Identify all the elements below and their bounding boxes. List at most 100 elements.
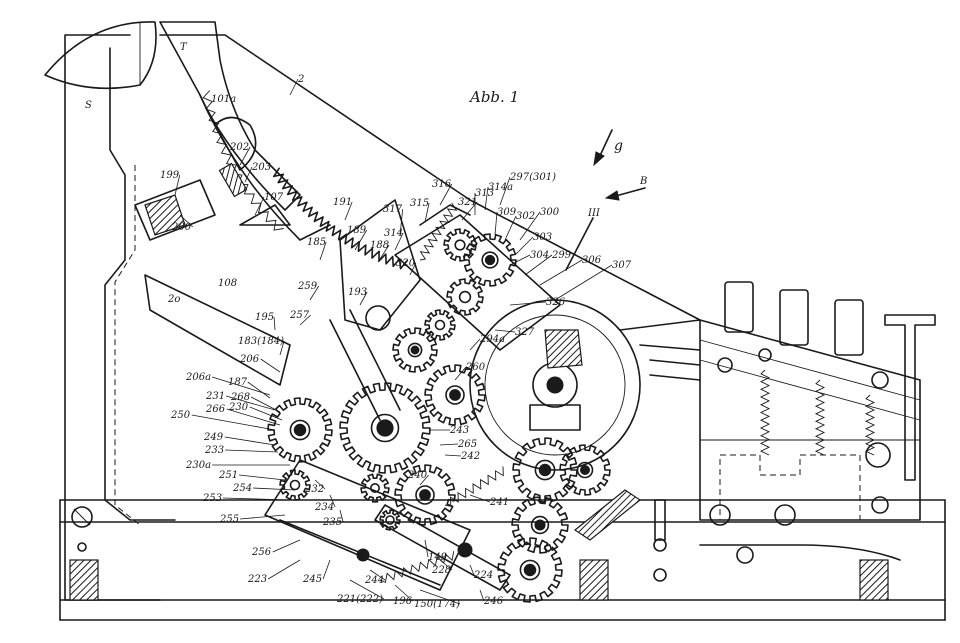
part-label-p302: 302 bbox=[516, 211, 535, 222]
key-unit bbox=[619, 281, 936, 582]
figure-title: Abb. 1 bbox=[468, 88, 519, 106]
gear-hub-1 bbox=[289, 419, 311, 441]
gear-hub-3 bbox=[445, 385, 465, 405]
part-label-p108: 108 bbox=[218, 278, 237, 289]
leader-z bbox=[289, 78, 299, 96]
gear-hub-13 bbox=[369, 482, 380, 493]
leader-p235 bbox=[339, 509, 344, 523]
leader-p294a bbox=[469, 338, 481, 351]
gear-axle-12 bbox=[419, 489, 431, 501]
leader-p149 bbox=[424, 539, 429, 558]
leader-p309 bbox=[494, 211, 498, 236]
gear-hub-11 bbox=[519, 559, 541, 581]
part-label-p253: 253 bbox=[202, 493, 222, 504]
part-label-p196: 196 bbox=[393, 596, 413, 607]
leader-p268 bbox=[250, 396, 281, 413]
gear-hub-14 bbox=[385, 515, 395, 525]
leader-p299 bbox=[524, 254, 553, 276]
leader-p304 bbox=[509, 254, 531, 266]
gear-11 bbox=[497, 537, 563, 603]
part-label-p257: 257 bbox=[289, 310, 310, 321]
gear-14 bbox=[379, 509, 401, 531]
part-label-p149: 149 bbox=[428, 552, 448, 563]
part-label-p320: 320 bbox=[396, 258, 416, 269]
gear-15 bbox=[279, 469, 311, 501]
part-label-p249: 249 bbox=[203, 432, 224, 443]
arrow-b bbox=[604, 187, 646, 201]
leader-p265 bbox=[439, 443, 459, 446]
part-label-p243: 243 bbox=[449, 425, 469, 436]
leader-p317 bbox=[399, 208, 404, 236]
gear-4 bbox=[392, 327, 438, 373]
leader-p240 bbox=[419, 474, 430, 486]
part-label-p242: 242 bbox=[460, 451, 480, 462]
rod-245 bbox=[356, 504, 511, 591]
leader-p193 bbox=[359, 291, 368, 306]
leader-lines bbox=[174, 78, 613, 605]
part-label-p203: 203 bbox=[251, 162, 271, 173]
bar-199 bbox=[134, 179, 216, 241]
gear-hub-2 bbox=[370, 413, 400, 443]
part-label-p240: 240 bbox=[407, 470, 428, 481]
gear-hub-6 bbox=[481, 251, 499, 269]
part-label-p316: 316 bbox=[432, 179, 452, 190]
leader-p246 bbox=[479, 589, 485, 602]
leader-p188 bbox=[377, 244, 390, 263]
leader-p185 bbox=[319, 241, 327, 261]
part-label-p230: 230 bbox=[228, 402, 249, 413]
part-label-p206a: 206a bbox=[185, 372, 211, 383]
leader-p255 bbox=[240, 514, 286, 520]
gear-hub-5 bbox=[434, 319, 446, 331]
leader-p187 bbox=[247, 381, 271, 399]
part-label-p299: 299 bbox=[551, 250, 572, 261]
gear-hub-15 bbox=[289, 479, 301, 491]
leader-p191 bbox=[344, 201, 353, 221]
part-label-p235: 235 bbox=[322, 517, 342, 528]
segment-s bbox=[44, 21, 157, 90]
blade bbox=[573, 489, 642, 541]
leader-p224 bbox=[469, 564, 475, 576]
gear-9 bbox=[559, 444, 611, 496]
gear-axle-3 bbox=[449, 389, 461, 401]
gear-hub-4 bbox=[407, 342, 423, 358]
leader-p257 bbox=[299, 314, 311, 326]
part-label-p266: 266 bbox=[205, 404, 226, 415]
gear-axle-4 bbox=[410, 345, 420, 355]
gear-axle-11 bbox=[523, 563, 537, 577]
gear-13 bbox=[360, 473, 390, 503]
leader-p254 bbox=[253, 487, 296, 491]
part-label-p199: 199 bbox=[160, 170, 180, 181]
part-label-p185: 185 bbox=[307, 237, 326, 248]
part-label-p314a: 314a bbox=[488, 182, 513, 193]
type-sector bbox=[159, 21, 408, 270]
leader-p321 bbox=[461, 201, 478, 221]
leader-p241 bbox=[469, 494, 491, 503]
part-label-p224: 224 bbox=[473, 570, 493, 581]
leader-p260 bbox=[454, 366, 467, 381]
leader-p253 bbox=[223, 497, 291, 501]
gear-12 bbox=[394, 464, 456, 526]
gear-hub-9 bbox=[576, 461, 594, 479]
gear-hub-10 bbox=[530, 515, 550, 535]
part-label-p327: 327 bbox=[515, 327, 535, 338]
leader-p326 bbox=[509, 301, 547, 306]
leader-p150 bbox=[419, 589, 461, 605]
leader-p183 bbox=[279, 340, 285, 356]
part-label-p245: 245 bbox=[302, 574, 322, 585]
gear-8 bbox=[512, 437, 578, 503]
part-label-p101a: 101a bbox=[211, 94, 236, 105]
gear-hub-16 bbox=[454, 239, 466, 251]
gear-5 bbox=[424, 309, 456, 341]
arrow-g bbox=[593, 129, 613, 167]
leader-p202 bbox=[239, 146, 251, 166]
gear-6 bbox=[463, 233, 517, 287]
part-label-p309: 309 bbox=[497, 207, 517, 218]
part-label-s: S bbox=[85, 100, 92, 111]
part-label-p255: 255 bbox=[219, 514, 239, 525]
leader-p206a bbox=[211, 376, 271, 396]
part-label-p303: 303 bbox=[533, 232, 552, 243]
direction-label-g: g bbox=[614, 138, 623, 154]
gear-axle-1 bbox=[293, 423, 307, 437]
part-label-p183: 183(184) bbox=[238, 336, 284, 347]
